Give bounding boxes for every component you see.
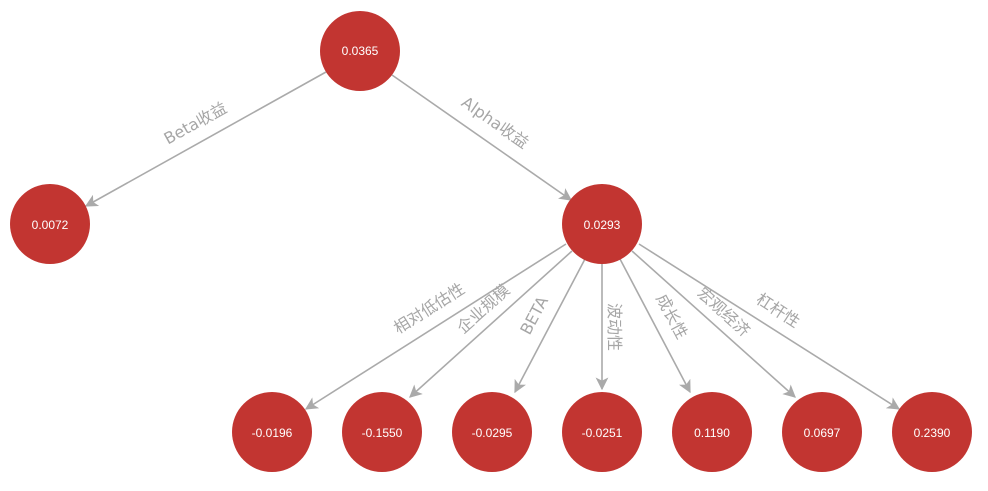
node-f2[interactable]: -0.1550 <box>342 392 422 472</box>
node-f7[interactable]: 0.2390 <box>892 392 972 472</box>
node-alpha-circle <box>562 184 642 264</box>
node-f7-circle <box>892 392 972 472</box>
node-root-circle <box>320 11 400 91</box>
node-f3-value: -0.0295 <box>472 426 513 440</box>
edge-alpha-f1 <box>304 243 567 410</box>
node-f1-value: -0.0196 <box>252 426 293 440</box>
node-f4-value: -0.0251 <box>582 426 623 440</box>
node-f5-circle <box>672 392 752 472</box>
node-f4-circle <box>562 392 642 472</box>
edge-label-beta: Beta收益 <box>161 98 230 148</box>
node-alpha[interactable]: 0.0293 <box>562 184 642 264</box>
node-f5-value: 0.1190 <box>694 426 730 440</box>
node-f1-circle <box>232 392 312 472</box>
edge-root-alpha <box>391 74 573 201</box>
node-f6-value: 0.0697 <box>804 426 841 440</box>
node-f3[interactable]: -0.0295 <box>452 392 532 472</box>
edge-label-f1: 相对低估性 <box>390 279 468 338</box>
node-root-value: 0.0365 <box>342 44 379 58</box>
node-f6-circle <box>782 392 862 472</box>
edge-label-f7: 杠杆性 <box>753 289 804 331</box>
edge-alpha-f2 <box>409 250 573 398</box>
edge-alpha-f5 <box>619 258 691 394</box>
node-f4[interactable]: -0.0251 <box>562 392 642 472</box>
node-f1[interactable]: -0.0196 <box>232 392 312 472</box>
edges <box>84 71 901 410</box>
edge-alpha-f3 <box>514 258 586 394</box>
node-f5[interactable]: 0.1190 <box>672 392 752 472</box>
node-beta-circle <box>10 184 90 264</box>
node-root[interactable]: 0.0365 <box>320 11 400 91</box>
nodes: 0.0365 0.0072 0.0293 -0.0196 -0.1550 -0.… <box>10 11 972 472</box>
node-beta[interactable]: 0.0072 <box>10 184 90 264</box>
node-f7-value: 0.2390 <box>914 426 951 440</box>
node-f2-circle <box>342 392 422 472</box>
node-f3-circle <box>452 392 532 472</box>
node-beta-value: 0.0072 <box>32 218 69 232</box>
edge-label-f4: 波动性 <box>605 303 624 351</box>
edge-label-alpha: Alpha收益 <box>458 92 532 152</box>
edge-alpha-f6 <box>631 250 796 398</box>
edge-root-beta <box>84 71 327 207</box>
node-f2-value: -0.1550 <box>362 426 403 440</box>
node-f6[interactable]: 0.0697 <box>782 392 862 472</box>
edge-labels: Beta收益 Alpha收益 相对低估性 企业规模 BETA 波动性 成长性 宏… <box>161 92 804 351</box>
edge-alpha-f7 <box>638 243 901 410</box>
node-alpha-value: 0.0293 <box>584 218 621 232</box>
